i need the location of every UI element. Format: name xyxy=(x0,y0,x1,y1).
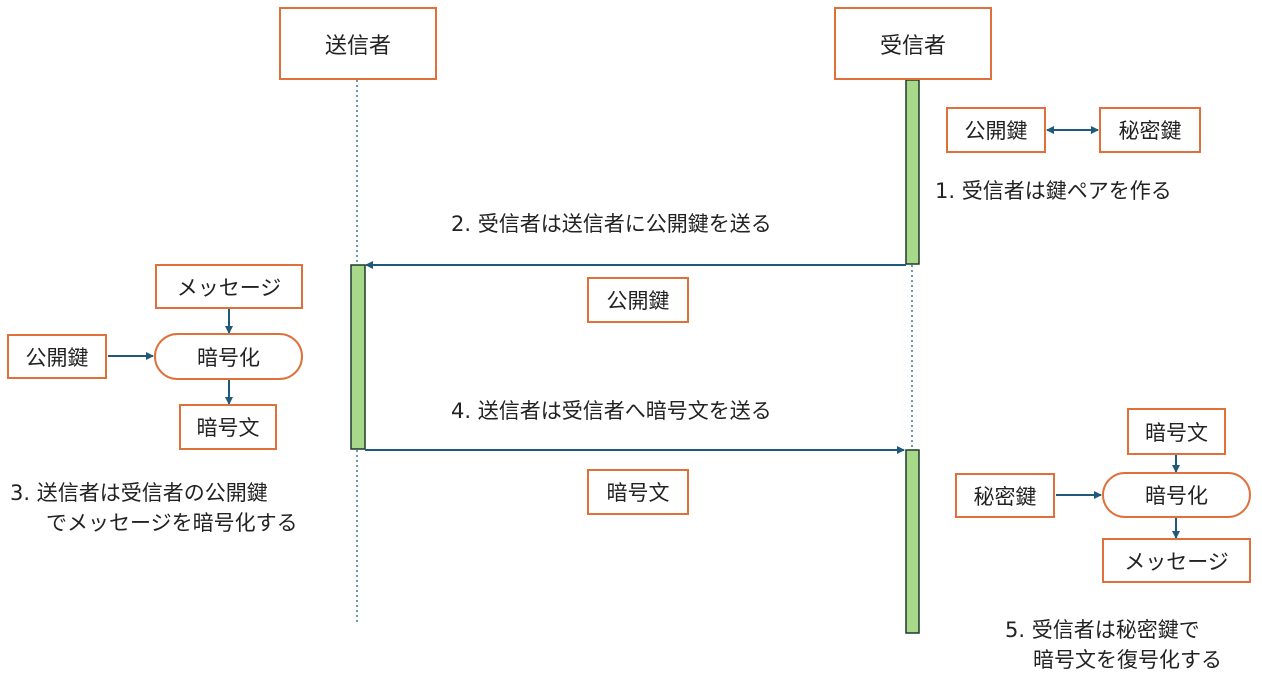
step-5-line-2: 暗号文を復号化する xyxy=(1033,648,1222,672)
sender-actor-box: 送信者 xyxy=(279,7,437,80)
key-pair-public-key-box: 公開鍵 xyxy=(946,107,1046,153)
decrypt-process-pill: 暗号化 xyxy=(1102,472,1251,518)
decrypt-ciphertext-box: 暗号文 xyxy=(1127,408,1226,455)
encrypt-ciphertext-box: 暗号文 xyxy=(179,404,277,450)
receiver-actor-box: 受信者 xyxy=(834,7,992,80)
encrypt-process-pill: 暗号化 xyxy=(154,333,303,380)
public-key-message-box: 公開鍵 xyxy=(587,277,689,323)
step-5-label: 5. 受信者は秘密鍵で 暗号文を復号化する xyxy=(1005,615,1222,675)
step-3-label: 3. 送信者は受信者の公開鍵 でメッセージを暗号化する xyxy=(10,478,298,538)
key-pair-private-key-box: 秘密鍵 xyxy=(1099,107,1201,153)
ciphertext-message-box: 暗号文 xyxy=(587,469,689,515)
receiver-activation-bar-1 xyxy=(905,79,920,265)
step-3-line-2: でメッセージを暗号化する xyxy=(46,511,298,535)
step-1-label: 1. 受信者は鍵ペアを作る xyxy=(935,179,1172,203)
decrypt-message-box: メッセージ xyxy=(1102,538,1251,583)
encrypt-public-key-box: 公開鍵 xyxy=(7,334,107,379)
step-4-label: 4. 送信者は受信者へ暗号文を送る xyxy=(451,399,772,423)
sender-activation-bar xyxy=(350,264,366,450)
step-3-line-1: 3. 送信者は受信者の公開鍵 xyxy=(10,481,268,505)
step-5-line-1: 5. 受信者は秘密鍵で xyxy=(1005,618,1200,642)
encrypt-message-box: メッセージ xyxy=(155,264,303,309)
step-2-label: 2. 受信者は送信者に公開鍵を送る xyxy=(451,212,772,236)
decrypt-private-key-box: 秘密鍵 xyxy=(955,473,1055,518)
receiver-activation-bar-2 xyxy=(905,449,920,634)
